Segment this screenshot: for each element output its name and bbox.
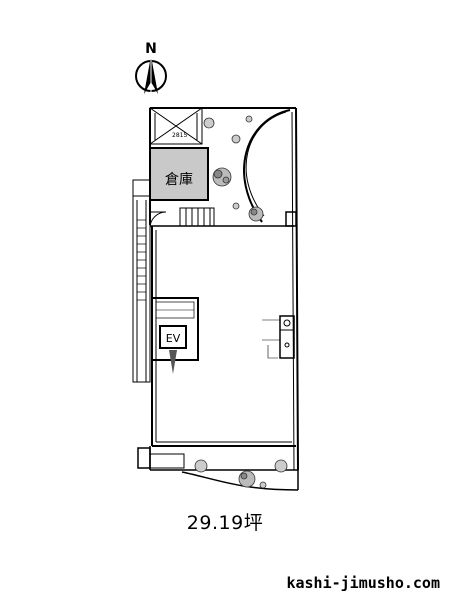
terrace-arc (243, 109, 291, 223)
void-shaft (149, 107, 203, 145)
window-box (285, 211, 297, 227)
elevator-car: EV (159, 325, 187, 374)
small-stair (179, 207, 215, 227)
plant-decoration (194, 115, 288, 489)
storage-label: 倉庫 (165, 171, 193, 188)
exterior-stair (132, 179, 151, 383)
balcony-fixture (137, 447, 185, 469)
elevator-label: EV (166, 332, 181, 345)
north-arrow-icon: N (135, 41, 167, 96)
storage-room: 倉庫 (149, 147, 209, 201)
compass-label: N (145, 41, 157, 57)
site-url-watermark: kashi-jimusho.com (286, 574, 440, 592)
dimension-note: 2815 (172, 132, 187, 139)
kitchenette (262, 315, 295, 359)
floor-area-label: 29.19坪 (186, 512, 264, 534)
